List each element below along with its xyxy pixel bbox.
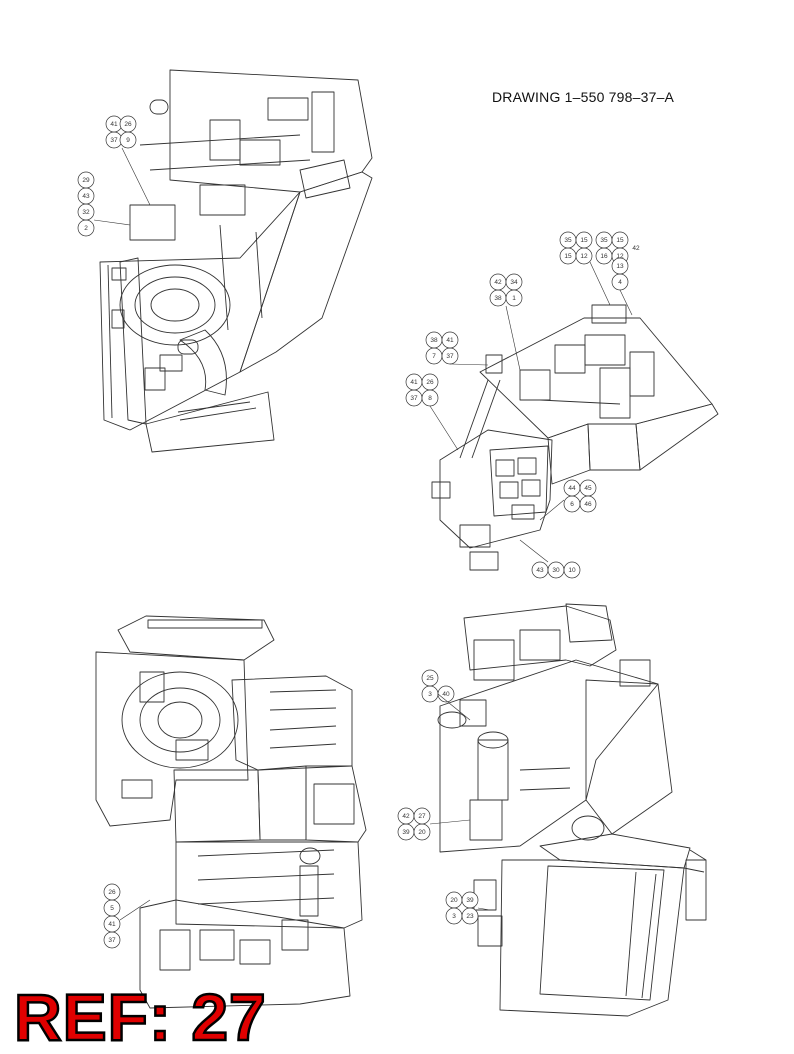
drawing-title: DRAWING 1–550 798–37–A (492, 89, 675, 105)
balloon-label: 29 (82, 177, 90, 184)
balloon-label: 46 (584, 501, 592, 508)
balloon-label: 20 (450, 897, 458, 904)
balloon-label: 5 (110, 905, 114, 912)
balloon-label: 40 (442, 691, 450, 698)
balloon-label: 3 (428, 691, 432, 698)
balloon-label: 20 (418, 829, 426, 836)
balloon-label: 26 (108, 889, 116, 896)
balloon-label: 41 (446, 337, 454, 344)
balloon-label: 13 (616, 263, 624, 270)
balloon-label: 34 (510, 279, 518, 286)
balloon-label: 37 (410, 395, 418, 402)
balloon-label: 39 (466, 897, 474, 904)
balloon-label: 12 (616, 253, 624, 260)
balloon-label: 45 (584, 485, 592, 492)
balloon-label: 7 (432, 353, 436, 360)
balloons-top-right (405, 231, 629, 579)
balloon-label: 8 (428, 395, 432, 402)
balloon-label: 42 (632, 245, 640, 252)
balloon-label: 10 (568, 567, 576, 574)
balloon (575, 231, 593, 249)
ref-label: REF: 27 (13, 980, 267, 1054)
balloons-bottom-right (397, 669, 479, 925)
balloons-bottom-left (103, 883, 121, 949)
view-bottom-left-drawing (95, 615, 367, 1009)
balloon (421, 669, 439, 687)
balloon-label: 23 (466, 913, 474, 920)
balloon (441, 331, 459, 349)
balloon-labels-bottom-left: 37 41 5 26 (108, 889, 116, 944)
balloon-label: 42 (494, 279, 502, 286)
balloon-label: 35 (600, 237, 608, 244)
balloon (119, 115, 137, 133)
balloon-label: 12 (580, 253, 588, 260)
balloon-label: 42 (402, 813, 410, 820)
leader-lines (93, 147, 633, 921)
balloon-label: 15 (580, 237, 588, 244)
view-bottom-right-drawing (437, 603, 707, 1017)
balloon-label: 15 (564, 253, 572, 260)
balloon-label: 15 (616, 237, 624, 244)
balloon-label: 43 (82, 193, 90, 200)
balloon-label: 9 (126, 137, 130, 144)
balloon-label: 35 (564, 237, 572, 244)
balloon-label: 37 (110, 137, 118, 144)
balloon-label: 26 (426, 379, 434, 386)
balloon (505, 289, 523, 307)
balloon-label: 26 (124, 121, 132, 128)
balloon-label: 43 (536, 567, 544, 574)
balloon-label: 16 (600, 253, 608, 260)
balloon-label: 38 (494, 295, 502, 302)
balloon-label: 39 (402, 829, 410, 836)
balloon-labels-bottom-right: 3 25 40 39 42 20 27 20 3 39 23 (402, 675, 474, 920)
balloon-label: 41 (110, 121, 118, 128)
balloon (579, 495, 597, 513)
balloon-label: 41 (108, 921, 116, 928)
balloon-label: 38 (430, 337, 438, 344)
balloon-label: 37 (446, 353, 454, 360)
balloon-label: 32 (82, 209, 90, 216)
balloon-label: 41 (410, 379, 418, 386)
view-top-left-drawing (99, 69, 373, 453)
balloon (413, 807, 431, 825)
balloon-label: 3 (452, 913, 456, 920)
balloon-label: 2 (84, 225, 88, 232)
balloon-labels-top-right: 15 35 12 15 16 35 15 12 4 13 42 38 42 34… (410, 237, 640, 574)
balloon (563, 561, 581, 579)
balloon-label: 27 (418, 813, 426, 820)
balloon-label: 25 (426, 675, 434, 682)
balloon-label: 4 (618, 279, 622, 286)
view-top-right-drawing (431, 304, 719, 571)
balloon-labels-top-left: 37 41 9 26 2 32 43 29 (82, 121, 132, 232)
balloon-label: 30 (552, 567, 560, 574)
balloon (461, 907, 479, 925)
balloon (611, 257, 629, 275)
balloon-label: 1 (512, 295, 516, 302)
balloon-label: 6 (570, 501, 574, 508)
balloon-label: 37 (108, 937, 116, 944)
balloon (77, 171, 95, 189)
balloon-label: 44 (568, 485, 576, 492)
balloons-top-left (77, 115, 137, 237)
balloon (103, 883, 121, 901)
